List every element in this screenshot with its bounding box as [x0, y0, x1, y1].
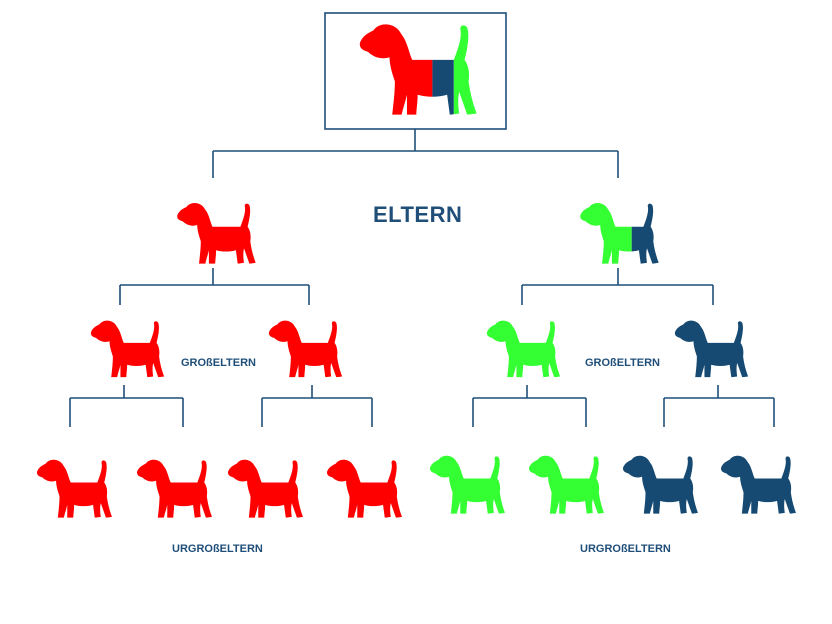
grandparent-red-dog-icon [90, 320, 165, 378]
parents-label: ELTERN [373, 202, 463, 227]
parent-green-navy-dog-icon [580, 202, 659, 264]
great-grandparent-red-dog-icon [36, 459, 112, 518]
great-grandparent-red-dog-icon [136, 459, 212, 518]
great-grandparents-right-label: URGROßELTERN [580, 543, 671, 555]
great-grandparent-green-dog-icon [429, 455, 505, 514]
offspring-dog-icon [359, 24, 477, 115]
grandparent-red-dog-icon [268, 320, 343, 378]
great-grandparent-red-dog-icon [326, 459, 402, 518]
great-grandparent-navy-dog-icon [720, 455, 796, 514]
great-grandparents-left-label: URGROßELTERN [172, 543, 263, 555]
grandparent-navy-dog-icon [674, 320, 749, 378]
parent-red-dog-icon [177, 202, 256, 264]
grandparent-green-dog-icon [486, 320, 561, 378]
great-grandparent-green-dog-icon [528, 455, 604, 514]
grandparents-left-label: GROßELTERN [181, 357, 256, 369]
great-grandparent-red-dog-icon [227, 459, 303, 518]
great-grandparent-navy-dog-icon [622, 455, 698, 514]
grandparents-right-label: GROßELTERN [585, 357, 660, 369]
